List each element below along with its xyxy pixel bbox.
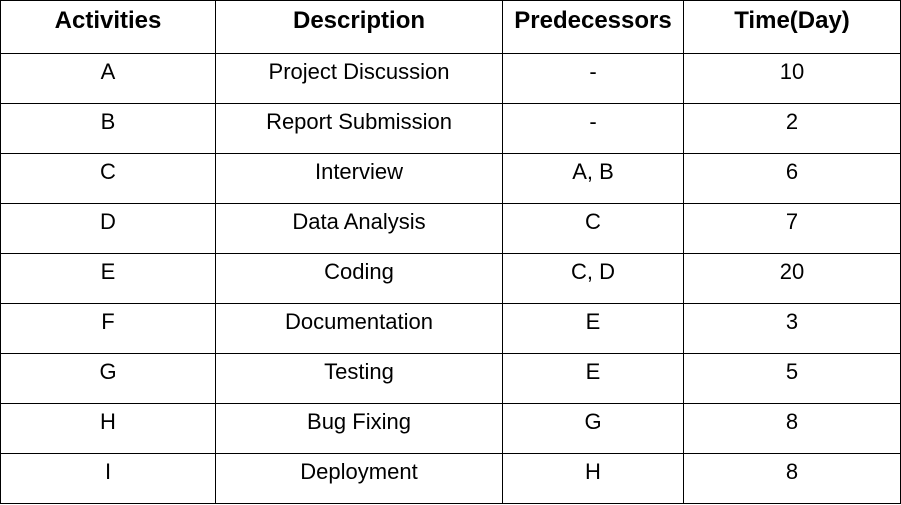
- cell-description: Documentation: [215, 303, 503, 354]
- cell-activity: E: [0, 253, 216, 304]
- cell-time: 10: [683, 53, 901, 104]
- table-row: G Testing E 5: [0, 353, 901, 404]
- header-predecessors: Predecessors: [502, 0, 684, 54]
- cell-description: Deployment: [215, 453, 503, 504]
- cell-predecessors: C, D: [502, 253, 684, 304]
- cell-activity: I: [0, 453, 216, 504]
- cell-description: Interview: [215, 153, 503, 204]
- cell-activity: D: [0, 203, 216, 254]
- table-row: F Documentation E 3: [0, 303, 901, 354]
- header-time: Time(Day): [683, 0, 901, 54]
- table-row: I Deployment H 8: [0, 453, 901, 504]
- header-activities: Activities: [0, 0, 216, 54]
- cell-time: 3: [683, 303, 901, 354]
- cell-description: Data Analysis: [215, 203, 503, 254]
- table-row: H Bug Fixing G 8: [0, 403, 901, 454]
- cell-time: 7: [683, 203, 901, 254]
- cell-activity: F: [0, 303, 216, 354]
- cell-description: Coding: [215, 253, 503, 304]
- cell-time: 5: [683, 353, 901, 404]
- cell-description: Report Submission: [215, 103, 503, 154]
- cell-description: Testing: [215, 353, 503, 404]
- cell-predecessors: -: [502, 103, 684, 154]
- cell-activity: B: [0, 103, 216, 154]
- cell-time: 2: [683, 103, 901, 154]
- cell-predecessors: C: [502, 203, 684, 254]
- table-row: A Project Discussion - 10: [0, 53, 901, 104]
- cell-activity: G: [0, 353, 216, 404]
- cell-predecessors: -: [502, 53, 684, 104]
- cell-predecessors: E: [502, 353, 684, 404]
- cell-predecessors: H: [502, 453, 684, 504]
- cell-predecessors: E: [502, 303, 684, 354]
- cell-activity: A: [0, 53, 216, 104]
- cell-time: 8: [683, 453, 901, 504]
- cell-time: 8: [683, 403, 901, 454]
- table-row: E Coding C, D 20: [0, 253, 901, 304]
- header-description: Description: [215, 0, 503, 54]
- header-row: Activities Description Predecessors Time…: [0, 0, 901, 54]
- cell-description: Bug Fixing: [215, 403, 503, 454]
- cell-time: 20: [683, 253, 901, 304]
- cell-time: 6: [683, 153, 901, 204]
- cell-description: Project Discussion: [215, 53, 503, 104]
- table-row: B Report Submission - 2: [0, 103, 901, 154]
- cell-activity: H: [0, 403, 216, 454]
- table-row: D Data Analysis C 7: [0, 203, 901, 254]
- cell-predecessors: A, B: [502, 153, 684, 204]
- table-row: C Interview A, B 6: [0, 153, 901, 204]
- cell-activity: C: [0, 153, 216, 204]
- cell-predecessors: G: [502, 403, 684, 454]
